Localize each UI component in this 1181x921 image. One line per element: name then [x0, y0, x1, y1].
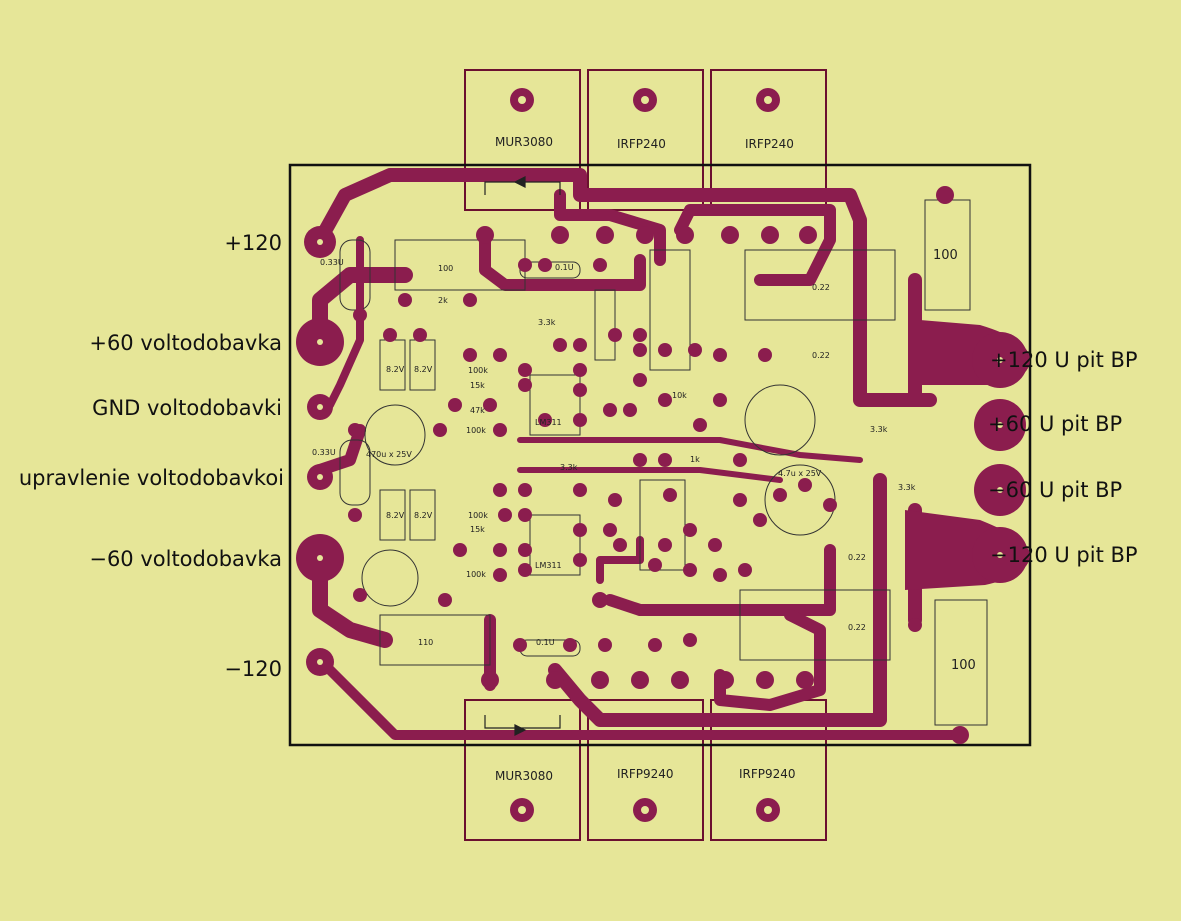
label-r33k-top: 3.3k	[538, 318, 556, 327]
label-upravlenie: upravlenie voltodobavkoi	[18, 466, 284, 490]
label-r22-3: 0.22	[848, 553, 866, 562]
small-pads	[348, 186, 969, 744]
label-z82-1: 8.2V	[386, 365, 405, 374]
label-r100k-1: 100k	[468, 366, 488, 375]
label-r1k: 1k	[690, 455, 700, 464]
label-z82-3: 8.2V	[386, 511, 405, 520]
label-c01-top: 0.1U	[555, 263, 574, 272]
component-outlines	[339, 199, 988, 726]
label-pkg-top-2: IRFP240	[617, 137, 666, 151]
label-r47k: 47k	[470, 406, 485, 415]
board-outline	[288, 163, 1032, 747]
label-r3-3k: 3.3k	[560, 463, 578, 472]
label-r100k-3: 100k	[468, 511, 488, 520]
package-bot-1	[464, 699, 581, 841]
label-op2: LM311	[535, 561, 562, 570]
label-res-top: 100	[933, 248, 958, 263]
label-minus120-upit: −120 U pit BP	[990, 543, 1138, 567]
label-plus60-upit: +60 U pit BP	[988, 412, 1123, 436]
label-plus120-upit: +120 U pit BP	[990, 348, 1138, 372]
package-top-1	[464, 69, 581, 211]
label-r100k-4: 100k	[466, 570, 486, 579]
label-r100k-2: 100k	[466, 426, 486, 435]
top-packages	[464, 69, 827, 841]
label-cap470: 470u x 25V	[366, 450, 412, 459]
label-r10k: 10k	[672, 391, 687, 400]
label-cap-r: 4.7u x 25V	[778, 469, 822, 478]
label-pkg-bot-1: MUR3080	[495, 769, 553, 783]
label-op1: LM311	[535, 418, 562, 427]
label-033-top: 0.33U	[320, 258, 344, 267]
label-r33k-mid: 3.3k	[870, 425, 888, 434]
diode-symbols	[484, 176, 561, 736]
right-pads	[905, 320, 1030, 590]
label-pkg-top-1: MUR3080	[495, 135, 553, 149]
label-pkg-bot-3: IRFP9240	[739, 767, 796, 781]
label-plus60-voltodobavka: +60 voltodobavka	[89, 331, 282, 355]
label-c01-bot: 0.1U	[536, 638, 555, 647]
label-z82-4: 8.2V	[414, 511, 433, 520]
label-z82-2: 8.2V	[414, 365, 433, 374]
label-r2k: 2k	[438, 296, 448, 305]
label-r22-4: 0.22	[848, 623, 866, 632]
label-minus120: −120	[224, 657, 282, 681]
label-r15k-1: 15k	[470, 381, 485, 390]
label-pkg-bot-2: IRFP9240	[617, 767, 674, 781]
label-r33k-mid2: 3.3k	[898, 483, 916, 492]
label-r15k-2: 15k	[470, 525, 485, 534]
pad-holes	[317, 239, 1003, 665]
label-pkg-top-3: IRFP240	[745, 137, 794, 151]
label-gnd-voltodobavki: GND voltodobavki	[92, 396, 282, 420]
package-bot-2	[587, 699, 704, 841]
label-r100-top: 100	[438, 264, 453, 273]
label-plus120: +120	[224, 231, 282, 255]
label-r22-1: 0.22	[812, 283, 830, 292]
mounting-holes	[510, 88, 780, 822]
label-r22-2: 0.22	[812, 351, 830, 360]
label-minus60-voltodobavka: −60 voltodobavka	[89, 547, 282, 571]
label-minus60-upit: −60 U pit BP	[988, 478, 1123, 502]
label-r110: 110	[418, 638, 433, 647]
label-res-bot: 100	[951, 658, 976, 673]
resistor-100-bot	[934, 599, 988, 726]
package-top-2	[587, 69, 704, 211]
label-033-mid: 0.33U	[312, 448, 336, 457]
